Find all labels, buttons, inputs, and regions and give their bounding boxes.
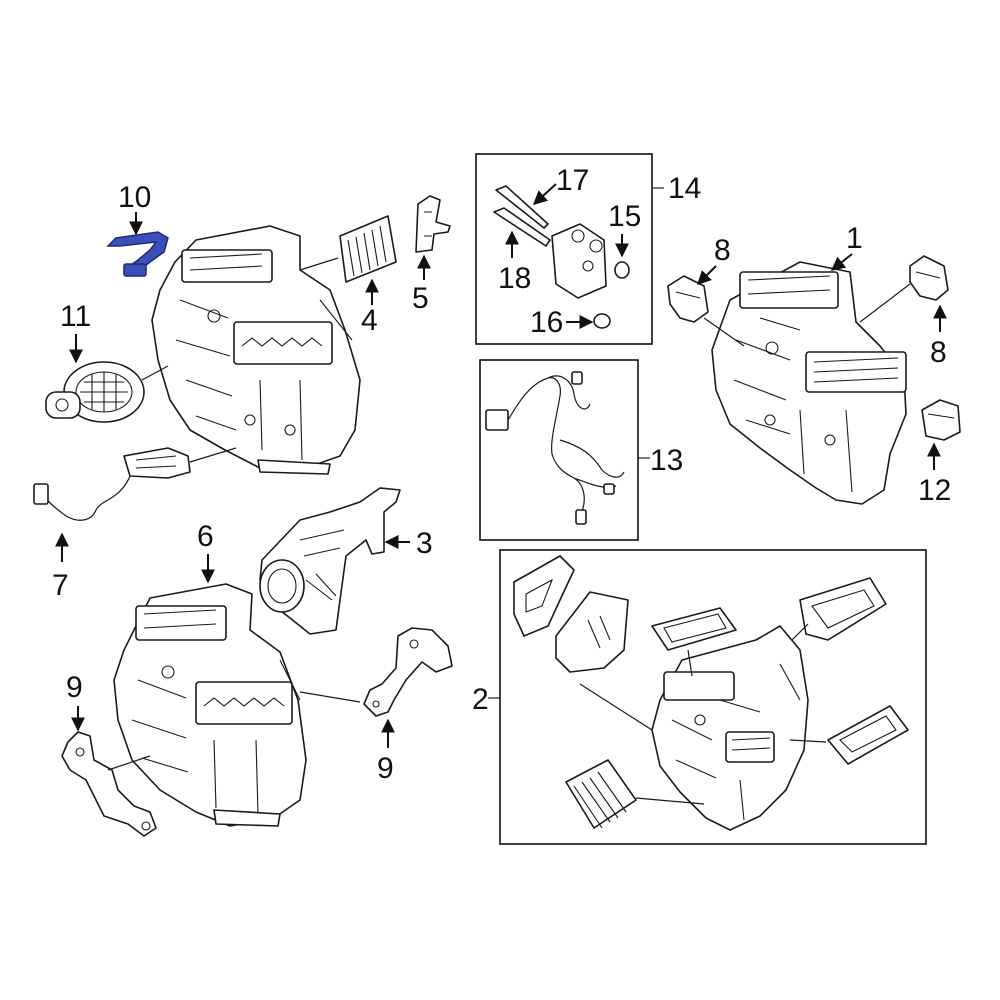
part-8-actuator-right[interactable] [909,255,949,301]
part-14-expansion-valve[interactable] [551,223,607,299]
callout-13-label: 13 [650,444,683,477]
part-12-module[interactable] [921,399,961,441]
callout-7-label: 7 [52,569,69,602]
box-13 [479,359,639,541]
callout-15: 15 [608,200,641,258]
part-9-bracket-left[interactable] [61,731,157,837]
callout-2-label: 2 [472,683,489,716]
part-17-pin[interactable] [495,185,549,229]
leader-11 [141,365,169,381]
callout-8-right: 8 [930,304,947,369]
callout-10-label: 10 [118,181,151,214]
callout-17: 17 [532,164,589,205]
part-10-sensor-wire[interactable] [106,231,169,277]
callout-12-label: 12 [918,474,951,507]
callout-16: 16 [530,306,594,339]
callout-1-label: 1 [846,222,863,255]
callout-8-left: 8 [697,234,731,285]
part-1-hvac-assembly[interactable] [711,261,907,505]
leader-4 [299,257,339,271]
leader-8-right [859,283,911,323]
callout-9-left: 9 [66,671,85,732]
box-2-leaders [579,623,827,805]
callout-11: 11 [60,300,91,364]
callout-10: 10 [118,181,151,236]
leader-9-left [107,755,151,771]
callout-11-label: 11 [60,300,91,333]
callout-4-label: 4 [361,304,378,337]
part-4-cabin-filter[interactable] [339,215,397,283]
callout-15-label: 15 [608,200,641,233]
callout-6-label: 6 [197,520,214,553]
hvac-housing-upper-left[interactable] [151,225,361,475]
part-13-wiring-harness[interactable] [485,371,625,525]
callout-14-label: 14 [668,172,701,205]
callout-5-label: 5 [412,282,429,315]
callout-8a-label: 8 [714,234,731,267]
callout-9-right: 9 [377,718,395,785]
callout-1: 1 [830,222,863,271]
part-2-hvac-assembly-kit[interactable] [513,555,909,831]
callout-8b-label: 8 [930,336,947,369]
callout-5: 5 [412,254,431,315]
callout-3-label: 3 [416,527,433,560]
part-3-duct[interactable] [259,487,401,635]
part-11-blower-motor[interactable] [45,361,145,423]
box-2 [499,549,927,845]
callout-9b-label: 9 [377,752,394,785]
callout-18-label: 18 [498,262,531,295]
box-14 [475,153,653,345]
part-7-sensor-harness[interactable] [33,447,191,521]
part-9-bracket-right[interactable] [363,627,453,717]
callout-17-label: 17 [556,164,589,197]
part-15-o-ring[interactable] [614,261,630,279]
part-5-bracket[interactable] [415,195,451,253]
leader-9-right [299,691,361,703]
part-8-actuator-left[interactable] [667,275,709,323]
callout-9a-label: 9 [66,671,83,704]
part-18-pin[interactable] [493,207,551,247]
callout-16-label: 16 [530,306,563,339]
callout-12: 12 [918,442,951,507]
callout-3: 3 [384,527,433,560]
leader-7 [189,447,237,463]
callout-6: 6 [197,520,215,584]
callout-7: 7 [52,532,69,602]
callout-18: 18 [498,230,531,295]
part-16-o-ring[interactable] [593,313,611,329]
callout-4: 4 [361,278,379,337]
part-6-hvac-housing-lower[interactable] [113,583,307,827]
leader-8-left [703,317,745,347]
